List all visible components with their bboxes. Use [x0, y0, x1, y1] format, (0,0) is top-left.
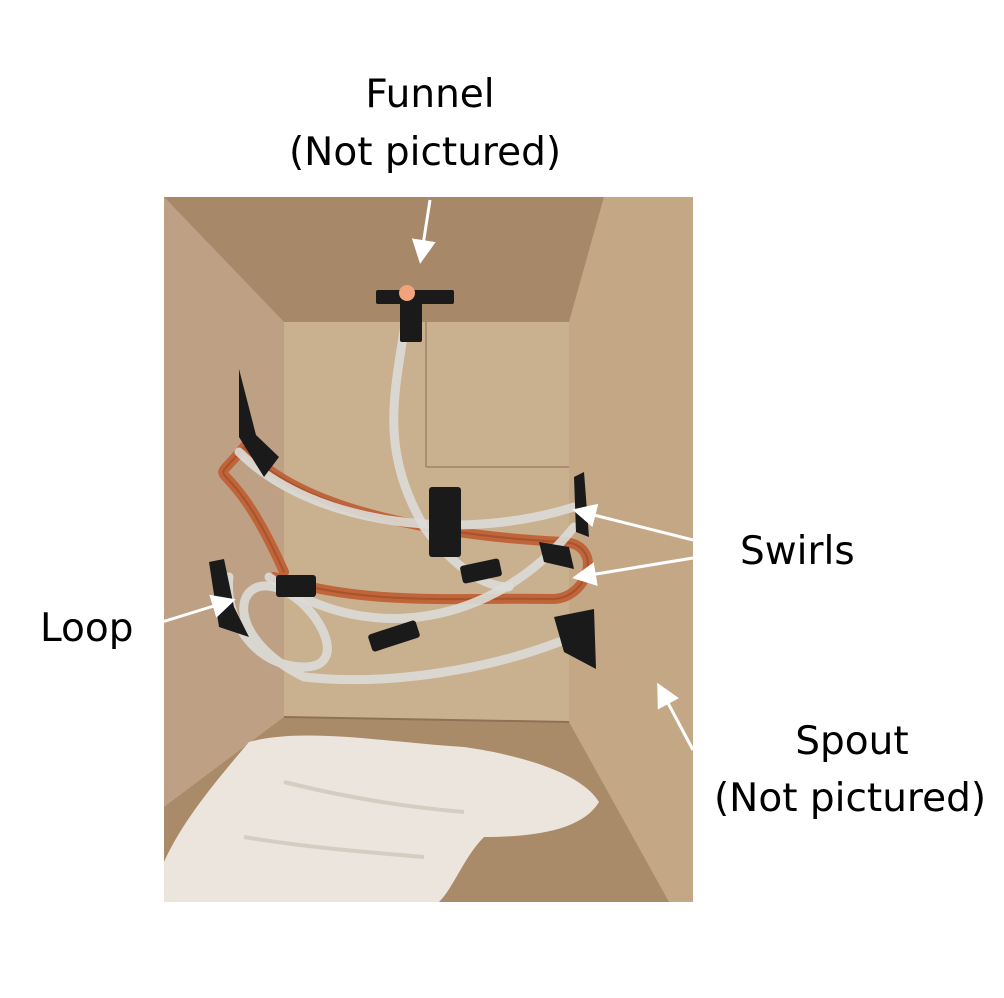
funnel-label: Funnel: [330, 75, 530, 114]
center-tape: [429, 487, 461, 557]
clear-tube-lower: [264, 522, 579, 623]
towel: [164, 735, 599, 902]
funnel-note-text: (Not pictured): [288, 130, 562, 175]
box-ceiling: [164, 197, 604, 322]
spout-label-title: Spout: [795, 719, 909, 764]
spout-label: Spout: [752, 722, 952, 761]
spout-note-text: (Not pictured): [713, 776, 987, 821]
box-left-wall: [164, 197, 284, 807]
spout-note: (Not pictured): [700, 779, 1000, 818]
funnel-label-title: Funnel: [365, 72, 495, 117]
box-photo: [164, 197, 693, 902]
loop-label: Loop: [40, 606, 134, 651]
swirls-label: Swirls: [740, 529, 855, 574]
loop-tube: [223, 572, 564, 685]
clear-tube-upper: [234, 447, 579, 530]
funnel-note: (Not pictured): [275, 133, 575, 172]
